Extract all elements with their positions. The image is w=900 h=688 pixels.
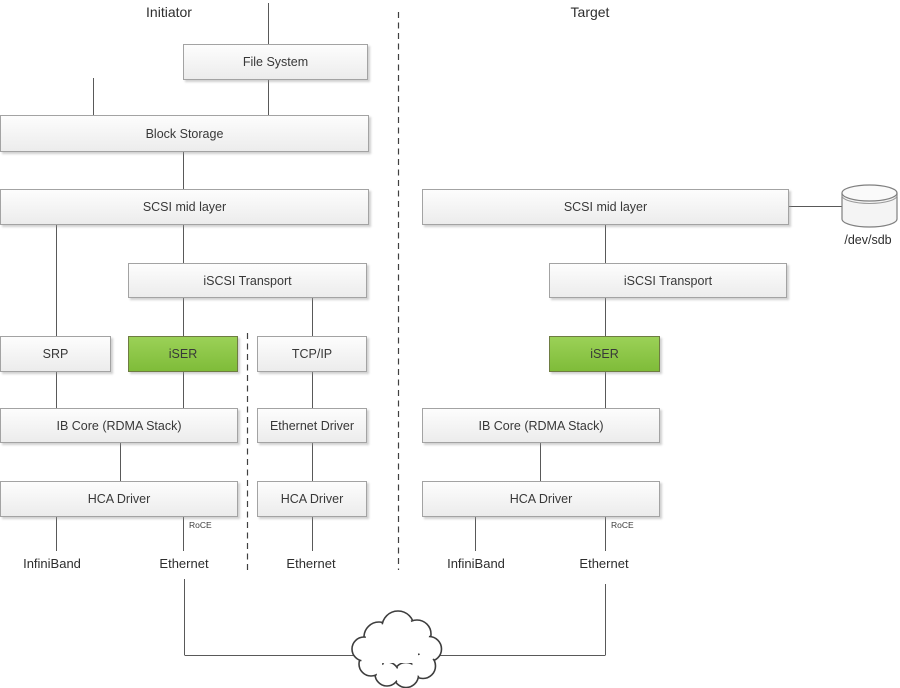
- node-tcp-ip: TCP/IP: [257, 336, 367, 372]
- node-file-system: File System: [183, 44, 368, 80]
- port-ethernet-target: Ethernet: [579, 556, 629, 571]
- node-srp: SRP: [0, 336, 111, 372]
- node-iscsi-transport-initiator: iSCSI Transport: [128, 263, 367, 298]
- node-hca-driver-tcp: HCA Driver: [257, 481, 367, 517]
- disk-device-label: /dev/sdb: [844, 233, 892, 247]
- disk-cylinder-icon: [841, 184, 898, 228]
- initiator-title: Initiator: [146, 4, 192, 20]
- port-infiniband-initiator: InfiniBand: [23, 556, 81, 571]
- target-title: Target: [570, 4, 610, 20]
- node-ib-core-initiator: IB Core (RDMA Stack): [0, 408, 238, 443]
- port-infiniband-target: InfiniBand: [447, 556, 505, 571]
- node-iser-target: iSER: [549, 336, 660, 372]
- node-iser-initiator: iSER: [128, 336, 238, 372]
- node-scsi-mid-layer-target: SCSI mid layer: [422, 189, 789, 225]
- port-ethernet-roce-initiator: Ethernet: [159, 556, 209, 571]
- connector-lines: [56, 3, 842, 656]
- node-iscsi-transport-target: iSCSI Transport: [549, 263, 787, 298]
- network-cloud-icon: [351, 610, 443, 688]
- node-hca-driver-initiator: HCA Driver: [0, 481, 238, 517]
- node-ib-core-target: IB Core (RDMA Stack): [422, 408, 660, 443]
- separator-dashed-lines: [246, 12, 400, 573]
- node-hca-driver-target: HCA Driver: [422, 481, 660, 517]
- port-ethernet-tcp-initiator: Ethernet: [286, 556, 336, 571]
- node-scsi-mid-layer-initiator: SCSI mid layer: [0, 189, 369, 225]
- roce-label-target: RoCE: [611, 520, 634, 530]
- node-ethernet-driver: Ethernet Driver: [257, 408, 367, 443]
- node-block-storage: Block Storage: [0, 115, 369, 152]
- roce-label-initiator: RoCE: [189, 520, 212, 530]
